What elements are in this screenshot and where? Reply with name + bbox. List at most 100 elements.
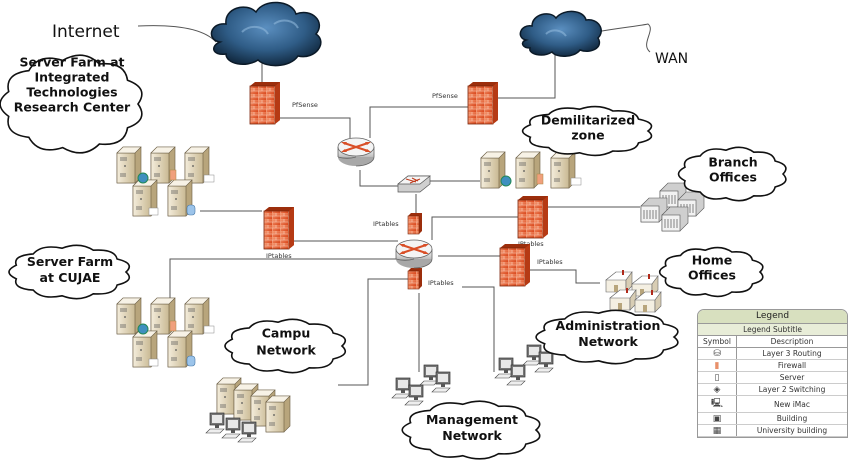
firewall-label: PfSense [432, 92, 458, 100]
cloud-label-line: Offices [709, 170, 757, 185]
management-pcs [391, 364, 451, 406]
cloud-label-line: at CUJAE [40, 270, 101, 285]
firewall-icon [499, 243, 531, 287]
link-core-campus [366, 278, 408, 386]
pc-icon [221, 417, 241, 439]
cloud-label-line: Server Farm [27, 254, 113, 269]
firewall-icon: ▮ [714, 360, 720, 371]
legend-subtitle: Legend Subtitle [698, 324, 847, 336]
wan-cloud-icon [519, 10, 602, 57]
legend-description: Firewall [736, 359, 847, 372]
house-group-home [605, 269, 662, 313]
legend-symbol: 🖳 [698, 395, 737, 413]
legend-row: ▯Server [698, 371, 847, 384]
firewall-label: IPtables [373, 220, 399, 228]
university-building-icon: ▦ [712, 425, 722, 436]
internet-label: Internet [52, 22, 120, 42]
cloud-label-line: Demilitarized [541, 113, 635, 128]
cloud-shape [535, 309, 679, 365]
legend-symbol: ▣ [698, 412, 737, 425]
legend-row: ▣Building [698, 412, 847, 425]
firewall-label: PfSense [292, 101, 318, 109]
link-core-admin [462, 286, 495, 372]
globe-icon [137, 172, 149, 184]
campus-equipment [205, 377, 291, 443]
pc-icon [494, 357, 514, 379]
cloud-labels: Server Farm atIntegratedTechnologiesRese… [0, 54, 787, 460]
cloud-shape [0, 54, 143, 154]
link-fwwan-wan [498, 50, 556, 99]
firewall-icon [517, 195, 549, 239]
switch-icon: ◈ [713, 384, 721, 395]
server-group-cujae [116, 297, 215, 368]
cloud-label-line: Network [578, 334, 638, 349]
links [137, 23, 651, 386]
server-icon [116, 297, 142, 335]
cloud-label-line: Administration [556, 318, 661, 333]
link-core-cujae [169, 258, 398, 300]
cloud-label-line: Home [692, 253, 733, 268]
legend-symbol: ⛁ [698, 347, 737, 360]
server-group-dmz [480, 151, 582, 189]
cloud-label-line: Network [442, 428, 502, 443]
cloud-shape [401, 400, 541, 460]
link-core-branchfw [431, 216, 518, 240]
mail-icon [570, 177, 582, 186]
legend-description: Layer 3 Routing [736, 347, 847, 360]
cloud-label-line: Management [426, 412, 518, 427]
document-icon [148, 207, 159, 216]
legend-symbol: ◈ [698, 383, 737, 396]
pc-icon [522, 344, 542, 366]
internet-cloud-icon [210, 1, 322, 67]
legend: Legend Legend Subtitle Symbol Descriptio… [697, 309, 848, 438]
firewall-icon [407, 212, 423, 235]
router-icon: ⛁ [713, 348, 721, 359]
cloud-shape [677, 146, 787, 202]
link-homefw-home [530, 269, 600, 284]
server-icon [265, 395, 291, 433]
legend-symbol: ▦ [698, 424, 737, 437]
cloud-server-farm-itrc: Server Farm atIntegratedTechnologiesRese… [0, 54, 143, 154]
database-icon [186, 204, 196, 216]
cloud-label-line: Campu [262, 326, 310, 341]
legend-table: Symbol Description ⛁ Layer 3 Routing ▮ Fire… [698, 336, 847, 437]
link-fw-router-top [278, 117, 351, 138]
firewall-icon [467, 81, 499, 125]
cloud-label-line: zone [571, 128, 604, 143]
core-router-icon [395, 239, 433, 269]
firewall-icon [407, 267, 423, 290]
mail-icon [203, 325, 215, 334]
link-router-fwwan [369, 106, 470, 138]
wan-label: WAN [655, 51, 688, 67]
firewall-badge-icon [169, 320, 177, 332]
imac-icon: 🖳 [710, 399, 723, 409]
mail-icon [203, 174, 215, 183]
firewall-label: IPtables [428, 279, 454, 287]
building-icon: ▣ [712, 413, 722, 424]
cloud-shape [521, 105, 653, 157]
firewall-badge-icon [169, 169, 177, 181]
server-group-itrc [116, 146, 215, 217]
legend-title: Legend [698, 310, 847, 324]
database-icon [186, 355, 196, 367]
cloud-label-line: Network [256, 343, 316, 358]
cloud-label-line: Research Center [14, 100, 131, 115]
legend-row: ▮ Firewall [698, 359, 847, 372]
server-icon [116, 146, 142, 184]
cloud-label-line: Technologies [26, 85, 117, 100]
legend-symbol: ▮ [698, 359, 737, 372]
pc-icon [391, 377, 411, 399]
legend-header-row: Symbol Description [698, 336, 847, 348]
legend-row: ◈Layer 2 Switching [698, 383, 847, 396]
link-router-switch [359, 170, 400, 187]
server-icon: ▯ [714, 372, 720, 383]
pc-icon [419, 364, 439, 386]
router-icon [337, 137, 375, 167]
globe-icon [137, 323, 149, 335]
legend-row: ▦University building [698, 424, 847, 437]
house-icon [605, 269, 633, 293]
